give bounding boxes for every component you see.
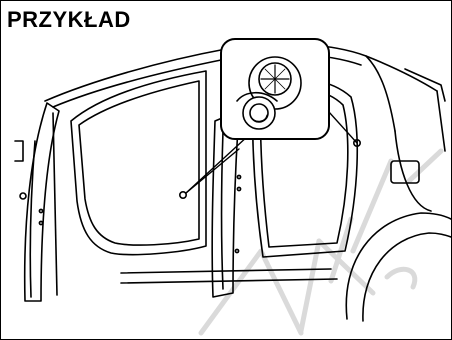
illustration-title: PRZYKŁAD bbox=[7, 9, 131, 31]
front-door-open bbox=[15, 103, 59, 301]
magnifier-callout bbox=[221, 39, 329, 139]
door-switch-front bbox=[180, 192, 186, 198]
front-door-opening bbox=[71, 71, 206, 255]
